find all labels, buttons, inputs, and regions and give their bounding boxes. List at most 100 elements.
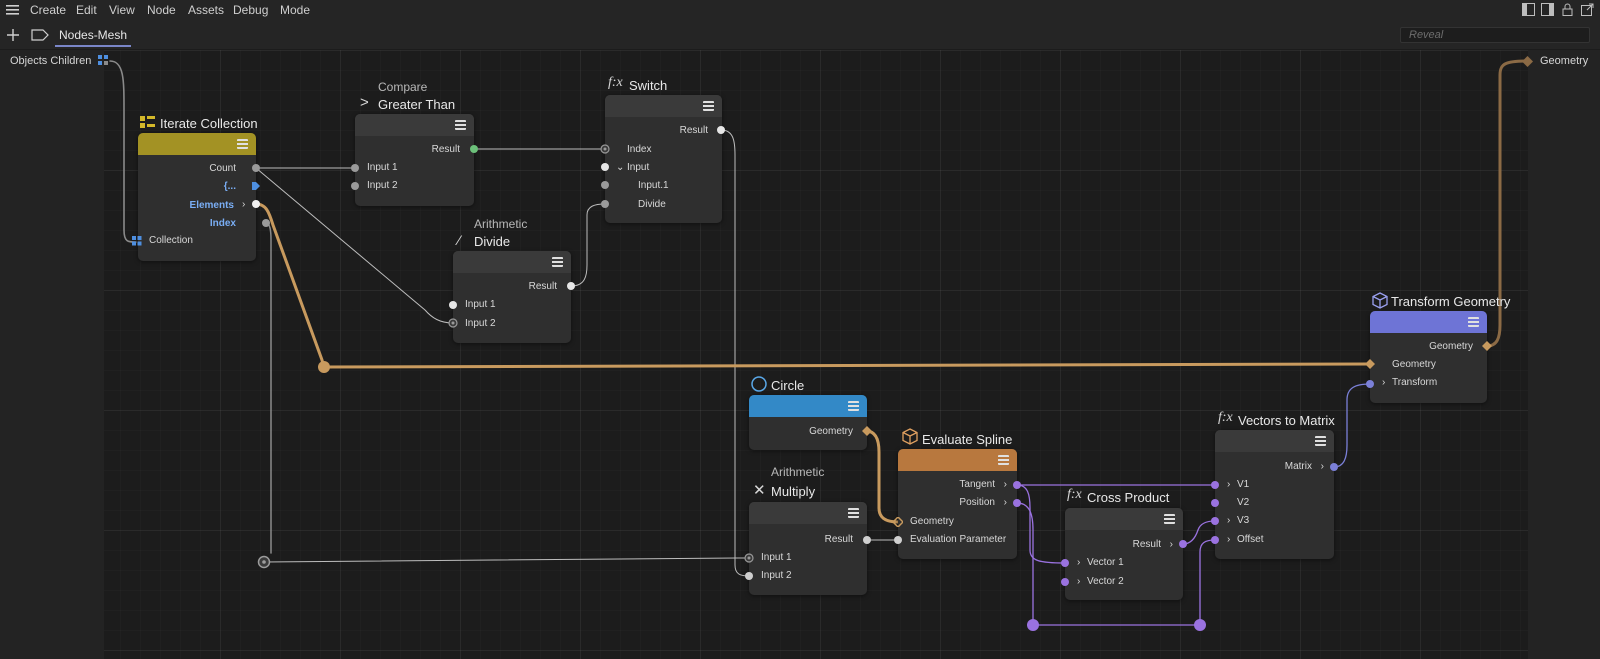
chevron-right-icon[interactable]: ›: [1320, 461, 1324, 472]
node-menu-icon[interactable]: [1315, 436, 1326, 446]
vectors-to-matrix-header[interactable]: [1215, 430, 1334, 452]
panel-right-icon[interactable]: [1541, 3, 1554, 16]
port-input2-label: Input 2: [761, 570, 792, 581]
expand-icon[interactable]: [1581, 3, 1594, 16]
chevron-right-icon[interactable]: ›: [1382, 377, 1386, 388]
node-menu-icon[interactable]: [1164, 514, 1175, 524]
greater-than-header[interactable]: [355, 114, 474, 136]
transform-geometry-in-port[interactable]: [1365, 359, 1375, 369]
evaluate-position-port[interactable]: [1012, 498, 1022, 508]
menu-create[interactable]: Create: [30, 3, 67, 17]
multiply-header[interactable]: [749, 502, 867, 524]
elements-port[interactable]: [251, 199, 261, 209]
v1-port[interactable]: [1210, 480, 1220, 490]
vector1-port[interactable]: [1060, 558, 1070, 568]
evaluate-geometry-port[interactable]: [893, 517, 903, 527]
iterate-collection-node[interactable]: Count {... Elements Index Collection: [138, 133, 256, 261]
greater-than-node[interactable]: Result Input 1 Input 2: [355, 114, 474, 206]
node-menu-icon[interactable]: [455, 120, 466, 130]
braces-port[interactable]: [251, 181, 261, 191]
node-menu-icon[interactable]: [1468, 317, 1479, 327]
node-menu-icon[interactable]: [848, 508, 859, 518]
v3-port[interactable]: [1210, 516, 1220, 526]
multiply-node[interactable]: Result Input 1 Input 2: [749, 502, 867, 595]
compare-input1-port[interactable]: [350, 163, 360, 173]
switch-divide-port[interactable]: [600, 199, 610, 209]
evaluate-spline-header[interactable]: [898, 449, 1017, 471]
node-menu-icon[interactable]: [848, 401, 859, 411]
switch-input1-port[interactable]: [600, 180, 610, 190]
v2-port[interactable]: [1210, 498, 1220, 508]
collection-port-icon[interactable]: [132, 236, 142, 246]
output-port-diamond[interactable]: [1522, 56, 1533, 67]
transform-geometry-header[interactable]: [1370, 311, 1487, 333]
switch-index-port[interactable]: [600, 144, 610, 154]
node-menu-icon[interactable]: [703, 101, 714, 111]
node-menu-icon[interactable]: [998, 455, 1009, 465]
chevron-right-icon[interactable]: ›: [1003, 497, 1007, 508]
switch-result-port[interactable]: [716, 125, 726, 135]
divide-input1-port[interactable]: [448, 300, 458, 310]
chevron-right-icon[interactable]: ›: [1169, 539, 1173, 550]
chevron-right-icon[interactable]: ›: [1227, 534, 1231, 545]
matrix-port[interactable]: [1329, 462, 1339, 472]
chevron-right-icon[interactable]: ›: [1227, 479, 1231, 490]
chevron-down-icon[interactable]: ⌄: [616, 162, 625, 173]
divide-result-port[interactable]: [566, 281, 576, 291]
menu-node[interactable]: Node: [147, 3, 176, 17]
hamburger-menu-icon[interactable]: [6, 4, 20, 16]
divide-node[interactable]: Result Input 1 Input 2: [453, 251, 571, 343]
count-port[interactable]: [251, 163, 261, 173]
cross-result-port[interactable]: [1178, 539, 1188, 549]
transform-geometry-out-port[interactable]: [1482, 341, 1492, 351]
menu-edit[interactable]: Edit: [76, 3, 97, 17]
divide-input2-port[interactable]: [448, 318, 458, 328]
menu-debug[interactable]: Debug: [233, 3, 269, 17]
port-vector1-label: Vector 1: [1087, 557, 1124, 568]
compare-result-port[interactable]: [469, 144, 479, 154]
compare-input2-port[interactable]: [350, 181, 360, 191]
multiply-input2-port[interactable]: [744, 571, 754, 581]
index-port[interactable]: [261, 218, 271, 228]
vectors-to-matrix-node[interactable]: Matrix › › V1 V2 › V3 › Offset: [1215, 430, 1334, 559]
chevron-right-icon[interactable]: ›: [1077, 576, 1081, 587]
lock-icon[interactable]: [1561, 3, 1574, 16]
multiply-result-port[interactable]: [862, 535, 872, 545]
arithmetic-subtitle: Arithmetic: [474, 217, 528, 231]
port-result-label: Result: [824, 534, 853, 545]
cross-product-header[interactable]: [1065, 508, 1183, 530]
evaluate-param-port[interactable]: [893, 535, 903, 545]
vector2-port[interactable]: [1060, 577, 1070, 587]
tab-nodes-mesh[interactable]: Nodes-Mesh: [55, 28, 132, 47]
menu-view[interactable]: View: [109, 3, 135, 17]
iterate-collection-header[interactable]: [138, 133, 256, 155]
switch-input-port[interactable]: [600, 162, 610, 172]
transform-geometry-node[interactable]: Geometry Geometry › Transform: [1370, 311, 1487, 403]
menu-mode[interactable]: Mode: [280, 3, 311, 17]
port-count-label: Count: [209, 163, 236, 174]
chevron-right-icon[interactable]: ›: [1003, 479, 1007, 490]
node-menu-icon[interactable]: [237, 139, 248, 149]
divide-header[interactable]: [453, 251, 571, 273]
menu-assets[interactable]: Assets: [188, 3, 225, 17]
multiply-input1-port[interactable]: [744, 553, 754, 563]
transform-transform-port[interactable]: [1365, 379, 1375, 389]
reveal-search-input[interactable]: [1400, 27, 1590, 43]
add-icon[interactable]: [6, 28, 20, 42]
panel-left-icon[interactable]: [1522, 3, 1535, 16]
cross-product-node[interactable]: Result › › Vector 1 › Vector 2: [1065, 508, 1183, 600]
switch-node[interactable]: Result Index ⌄ Input Input.1 Divide: [605, 95, 722, 223]
greater-than-title: Greater Than: [378, 97, 456, 112]
multiply-icon: ✕: [753, 482, 766, 499]
switch-header[interactable]: [605, 95, 722, 117]
circle-geometry-port[interactable]: [862, 426, 872, 436]
node-menu-icon[interactable]: [552, 257, 563, 267]
evaluate-spline-node[interactable]: Tangent › Position › Geometry Evaluation…: [898, 449, 1017, 559]
offset-port[interactable]: [1210, 535, 1220, 545]
circle-node[interactable]: Geometry: [749, 395, 867, 450]
tag-icon[interactable]: [31, 29, 49, 41]
chevron-right-icon[interactable]: ›: [1227, 515, 1231, 526]
circle-header[interactable]: [749, 395, 867, 417]
chevron-right-icon[interactable]: ›: [1077, 557, 1081, 568]
evaluate-tangent-port[interactable]: [1012, 480, 1022, 490]
